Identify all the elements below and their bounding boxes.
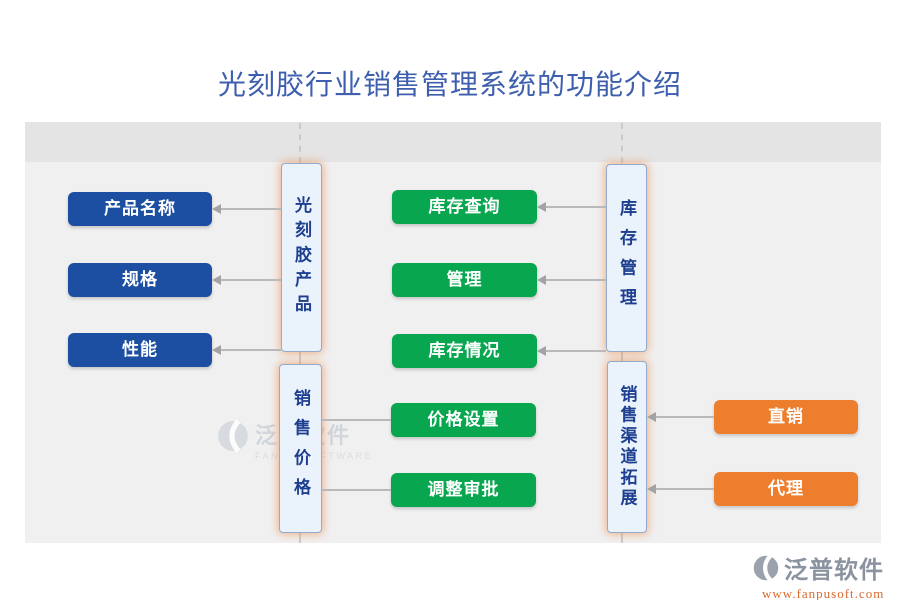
node-product-name: 产品名称 — [68, 192, 212, 226]
arrowhead-icon — [212, 345, 221, 355]
fanpu-logo-icon — [753, 553, 779, 582]
header-band — [25, 122, 881, 162]
group-box-sales-price: 销售价格 — [279, 364, 322, 533]
node-inventory-status: 库存情况 — [392, 334, 537, 368]
connector-line — [221, 279, 281, 281]
connector-line — [221, 349, 281, 351]
group-label: 光刻胶产品 — [292, 195, 311, 320]
group-label: 销售价格 — [291, 389, 310, 508]
group-box-inventory-management: 库存管理 — [606, 164, 647, 352]
connector-line — [322, 489, 391, 491]
connector-line — [221, 208, 281, 210]
node-agency: 代理 — [714, 472, 858, 506]
fanpu-logo-icon — [218, 419, 248, 453]
node-performance: 性能 — [68, 333, 212, 367]
dashed-connector — [299, 533, 301, 543]
node-adjustment-approval: 调整审批 — [391, 473, 536, 507]
group-label: 库存管理 — [617, 198, 636, 318]
group-label: 销售渠道拓展 — [617, 384, 637, 510]
group-box-sales-channel-expansion: 销售渠道拓展 — [607, 361, 647, 533]
dashed-connector — [621, 533, 623, 543]
arrowhead-icon — [212, 275, 221, 285]
arrowhead-icon — [537, 275, 546, 285]
connector-line — [546, 279, 606, 281]
dashed-connector — [621, 123, 623, 163]
node-management: 管理 — [392, 263, 537, 297]
connector-line — [656, 488, 714, 490]
arrowhead-icon — [537, 202, 546, 212]
node-specification: 规格 — [68, 263, 212, 297]
node-price-setting: 价格设置 — [391, 403, 536, 437]
brand-footer: 泛普软件 www.fanpusoft.com — [752, 550, 884, 600]
connector-line — [546, 206, 606, 208]
group-box-photoresist-product: 光刻胶产品 — [281, 163, 322, 352]
arrowhead-icon — [212, 204, 221, 214]
dashed-connector — [621, 352, 623, 361]
page-title: 光刻胶行业销售管理系统的功能介绍 — [217, 70, 682, 101]
node-inventory-query: 库存查询 — [392, 190, 537, 224]
node-direct-sales: 直销 — [714, 400, 858, 434]
connector-line — [546, 350, 606, 352]
brand-url: www.fanpusoft.com — [762, 586, 885, 600]
arrowhead-icon — [647, 412, 656, 422]
dashed-connector — [299, 352, 301, 364]
arrowhead-icon — [537, 346, 546, 356]
arrowhead-icon — [647, 484, 656, 494]
brand-name: 泛普软件 — [784, 558, 884, 584]
connector-line — [656, 416, 714, 418]
dashed-connector — [299, 123, 301, 163]
connector-line — [322, 419, 391, 421]
